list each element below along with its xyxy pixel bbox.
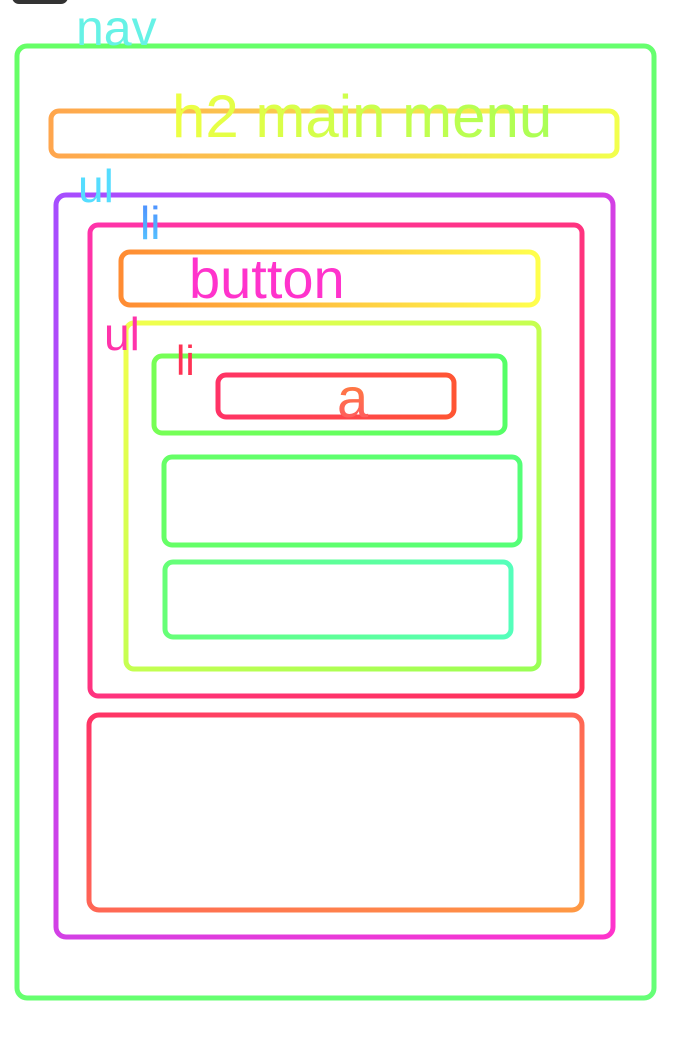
inner-li-box-3 <box>162 559 514 640</box>
h2-label: h2 main menu <box>172 83 552 150</box>
anchor-label: a <box>337 366 369 429</box>
button-box <box>118 249 541 308</box>
outer-ul-box <box>53 192 616 940</box>
inner-li-box-1 <box>151 353 508 436</box>
inner-li-box-2 <box>161 454 523 548</box>
button-label: button <box>189 247 345 310</box>
inner-li-label: li <box>176 337 195 384</box>
corner-tab-artifact <box>12 0 68 4</box>
outer-ul-label: ul <box>78 160 114 212</box>
outer-li-box-2 <box>86 712 585 913</box>
nav-label: nav <box>76 0 157 56</box>
outer-li-box <box>87 222 585 699</box>
inner-ul-box <box>123 320 542 672</box>
inner-ul-label: ul <box>104 308 140 360</box>
anchor-box <box>215 372 457 420</box>
h2-box <box>48 108 620 159</box>
nav-box <box>14 43 657 1001</box>
outer-li-label: li <box>140 197 160 249</box>
